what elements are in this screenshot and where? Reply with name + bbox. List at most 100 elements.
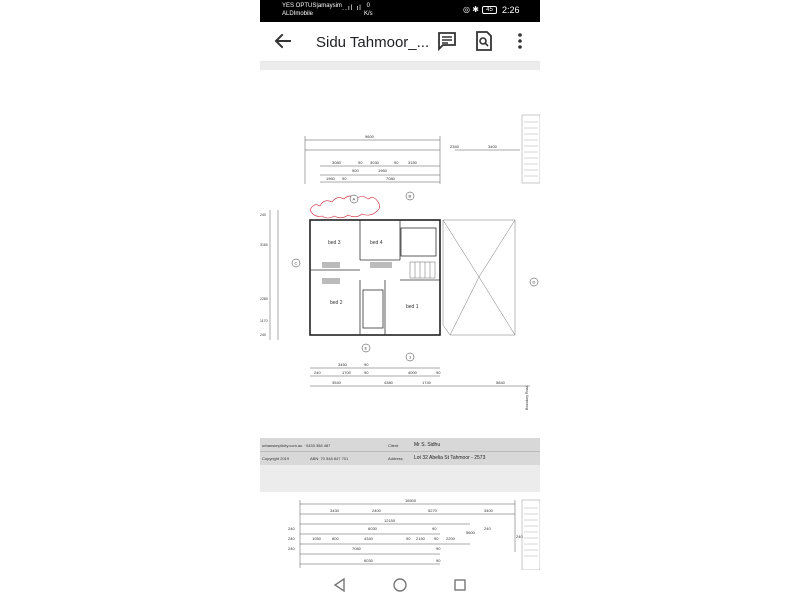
- floor-plan-1: 9600 2340 3400 3080 90 3030 90 3150 900 …: [260, 114, 540, 410]
- p2-dim-row5-8: 2200: [446, 536, 456, 541]
- dim-bottom-row3-3: 1740: [422, 380, 432, 385]
- document-page-2: 16500 3430 2400 5270 3400 12150 240 6030…: [260, 492, 540, 570]
- p2-dim-row2-2: 2400: [372, 508, 382, 513]
- grid-marker-c: C: [295, 261, 298, 266]
- dim-bottom-row2-5: 90: [436, 370, 441, 375]
- address-label: Address: [388, 456, 403, 461]
- network-speed: 0 K/s: [364, 2, 373, 18]
- p2-dim-row2-3: 5270: [428, 508, 438, 513]
- dim-top-row4-1: 1960: [326, 176, 336, 181]
- p2-dim-row2-1: 3430: [330, 508, 340, 513]
- status-bar: YES OPTUS|amaysim ALDImobile ..ıl ıl 0 K…: [260, 0, 540, 22]
- grid-marker-e: E: [365, 346, 368, 351]
- more-options-button[interactable]: [510, 30, 530, 52]
- dim-top-row2-1: 3080: [332, 160, 342, 165]
- nav-back-button[interactable]: [330, 575, 350, 595]
- dim-top-row4-2: 90: [342, 176, 347, 181]
- dim-top-row2-2: 90: [358, 160, 363, 165]
- dim-left-5: 240: [260, 333, 266, 337]
- app-bar: Sidu Tahmoor_...: [260, 22, 540, 62]
- nav-back-icon: [333, 577, 345, 593]
- dim-top-overall: 9600: [365, 134, 375, 139]
- status-clock: 2:26: [502, 5, 520, 15]
- grid-marker-1: 1: [409, 355, 412, 360]
- dim-left-1: 240: [260, 213, 266, 217]
- nav-recents-button[interactable]: [450, 575, 470, 595]
- dim-bottom-row3-4: 5840: [496, 380, 506, 385]
- drawing-title-block: urbansimplicity.com.au · 0433 358 487 Cl…: [260, 438, 540, 465]
- p2-dim-row7-1: 6030: [364, 558, 374, 563]
- p2-dim-row6-3: 90: [436, 546, 441, 551]
- dim-left-2: 3160: [260, 243, 268, 247]
- p2-dim-row5-7: 90: [434, 536, 439, 541]
- nav-recents-icon: [454, 579, 466, 591]
- document-page-1: 9600 2340 3400 3080 90 3030 90 3150 900 …: [260, 70, 540, 465]
- nav-home-button[interactable]: [390, 575, 410, 595]
- system-navigation-bar: [260, 570, 540, 600]
- p2-dim-row5-5: 90: [406, 536, 411, 541]
- speed-value: 0: [366, 3, 370, 9]
- more-vert-icon: [518, 33, 522, 49]
- battery-icon: 45: [482, 6, 497, 14]
- room-label-bed4: bed 4: [370, 240, 383, 246]
- copyright: Copyright 2019: [262, 456, 290, 461]
- carrier-line-2: ALDImobile: [282, 11, 314, 17]
- dim-left-4: 1170: [260, 319, 268, 323]
- comment-button[interactable]: [436, 30, 458, 52]
- dim-top-row4-3: 7080: [386, 176, 396, 181]
- dim-top-right-b: 3400: [488, 144, 498, 149]
- bluetooth-icon: ✱: [472, 5, 479, 14]
- p2-dim-row4-3: 90: [432, 526, 437, 531]
- road-note: Boundary Road: [525, 386, 529, 410]
- back-button[interactable]: [272, 30, 294, 52]
- dim-bottom-row2-2: 1700: [342, 370, 352, 375]
- room-label-bed2: bed 2: [330, 300, 343, 306]
- dim-left-3: 2280: [260, 297, 268, 301]
- dim-bottom-row3-1: 3540: [332, 380, 342, 385]
- dim-top-row2-3: 3030: [370, 160, 380, 165]
- carrier-info: YES OPTUS|amaysim ALDImobile: [282, 2, 342, 18]
- p2-dim-row4-4: 240: [484, 526, 491, 531]
- p2-dim-row3-1: 12150: [384, 518, 396, 523]
- dim-bottom-row1-2: 90: [364, 362, 369, 367]
- document-title: Sidu Tahmoor_...: [316, 34, 430, 51]
- legend-block: [521, 114, 540, 184]
- title-block-row-1: urbansimplicity.com.au · 0433 358 487 Cl…: [260, 439, 540, 452]
- dim-top-row2-4: 90: [394, 160, 399, 165]
- p2-dim-row5-4: 4340: [364, 536, 374, 541]
- house-walls: [309, 219, 441, 336]
- document-viewer[interactable]: 9600 2340 3400 3080 90 3030 90 3150 900 …: [260, 62, 540, 570]
- site-address: Lot 32 Abelia St Tahmoor - 2573: [414, 455, 486, 461]
- client-label: Client: [388, 443, 399, 448]
- p2-dim-row6-2: 7080: [352, 546, 362, 551]
- revision-cloud: [309, 195, 380, 219]
- p2-dim-row4-1: 240: [288, 526, 295, 531]
- system-icons: ◎ ✱: [463, 5, 479, 14]
- find-in-document-button[interactable]: [473, 30, 495, 52]
- p2-dim-right-1: 5600: [466, 530, 476, 535]
- dim-bottom-row3-2: 4380: [384, 380, 394, 385]
- grid-marker-a: A: [353, 197, 356, 202]
- p2-dim-row7-2: 90: [436, 558, 441, 563]
- abn: ABN: 70 548 847 701: [310, 456, 349, 461]
- carrier-line-1: YES OPTUS|amaysim: [282, 3, 342, 9]
- dim-bottom-row1-1: 3450: [338, 362, 348, 367]
- phone-screen: YES OPTUS|amaysim ALDImobile ..ıl ıl 0 K…: [260, 0, 540, 600]
- comment-icon: [438, 32, 456, 52]
- stairs: [409, 261, 436, 279]
- p2-dim-row6-1: 240: [288, 546, 295, 551]
- room-label-bed3: bed 3: [328, 240, 341, 246]
- p2-dim-row4-2: 6030: [368, 526, 378, 531]
- p2-dim-row5-6: 2150: [416, 536, 426, 541]
- floor-plan-2: 16500 3430 2400 5270 3400 12150 240 6030…: [288, 498, 540, 570]
- dim-top-row3-2: 1960: [378, 168, 388, 173]
- dim-top-row3-1: 900: [352, 168, 359, 173]
- dim-bottom-row2-4: 4000: [408, 370, 418, 375]
- roof-outline: [442, 219, 516, 336]
- nfc-icon: ◎: [463, 5, 470, 14]
- client-name: Mr S. Sidhu: [414, 442, 441, 448]
- p2-dim-row5-2: 1050: [312, 536, 322, 541]
- p2-dim-row5-1: 240: [288, 536, 295, 541]
- p2-dim-overall: 16500: [405, 498, 417, 503]
- company-contact: urbansimplicity.com.au · 0433 358 487: [262, 443, 331, 448]
